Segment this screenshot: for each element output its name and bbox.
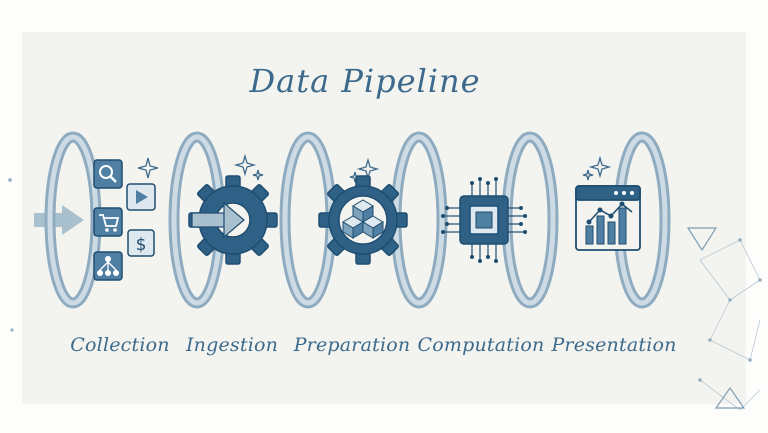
network-icon	[93, 251, 123, 281]
stage-label-collection: Collection	[70, 334, 170, 356]
cart-icon	[93, 207, 123, 237]
gear-arrow-icon	[188, 175, 278, 265]
stage-label-preparation: Preparation	[293, 334, 411, 356]
dashboard-chart-icon	[575, 185, 641, 251]
stage-label-computation: Computation	[417, 334, 545, 356]
collection-icons: $	[93, 159, 156, 281]
search-icon	[93, 159, 123, 189]
gear-cubes-icon	[318, 175, 408, 265]
network-decoration	[7, 177, 763, 411]
dollar-icon: $	[127, 229, 155, 257]
stage-label-ingestion: Ingestion	[185, 334, 279, 356]
play-icon	[126, 183, 156, 211]
processor-chip-icon	[441, 177, 527, 263]
svg-text:$: $	[136, 235, 147, 255]
stage-label-presentation: Presentation	[551, 334, 677, 356]
page-title: Data Pipeline	[249, 62, 481, 100]
